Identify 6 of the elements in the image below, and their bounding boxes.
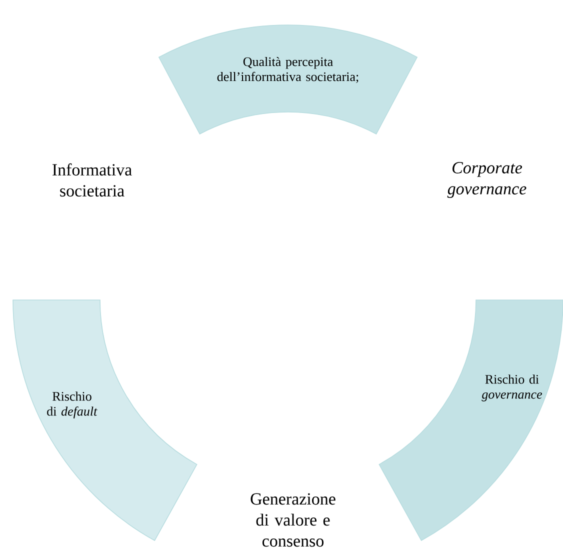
band-text: Rischio di governance — [482, 374, 542, 402]
label-text: Corporate governance — [447, 162, 526, 198]
band-text: Rischio di default — [47, 392, 98, 418]
band-text: Qualità percepita dell’informativa societaria; — [217, 56, 358, 84]
label-text: Informativa societaria — [52, 163, 132, 197]
label-text: Generazione di valore e consenso — [250, 493, 336, 547]
